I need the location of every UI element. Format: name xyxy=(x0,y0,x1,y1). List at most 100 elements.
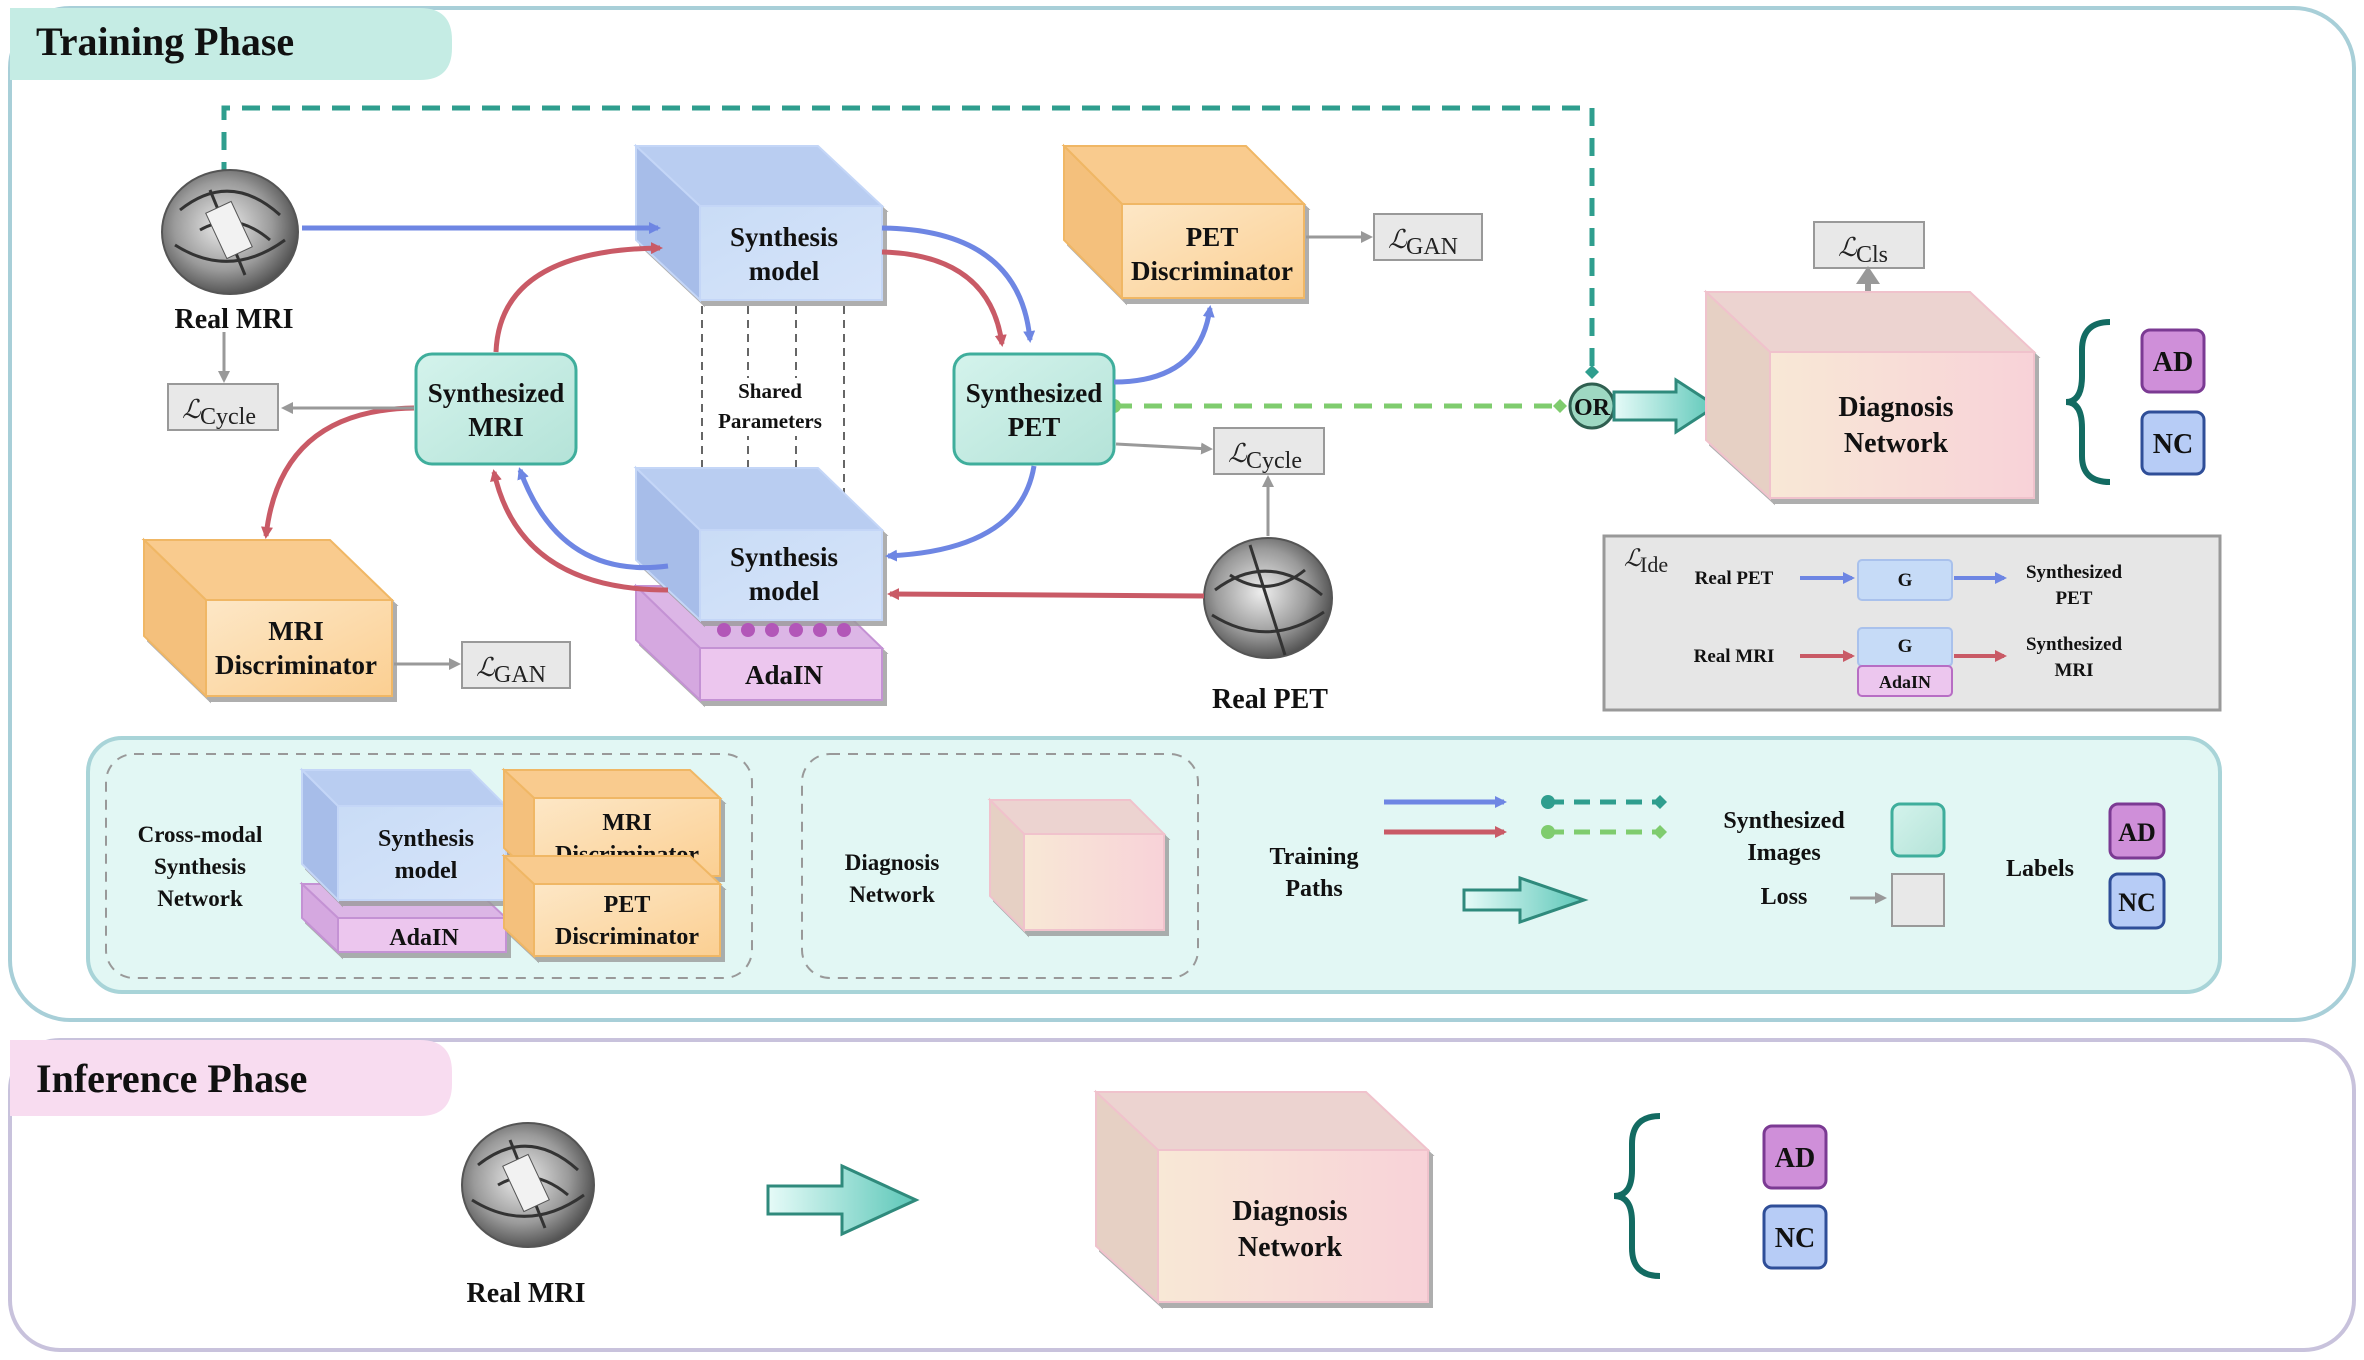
legend-synthesized-swatch xyxy=(1890,802,1946,858)
svg-text:ℒ: ℒ xyxy=(1228,439,1248,468)
inference-diagnosis-line2: Network xyxy=(1238,1232,1343,1263)
identity-row2-output-line1: Synthesized xyxy=(2026,634,2123,655)
synthesized-pet-line2: PET xyxy=(1008,412,1061,442)
or-to-diagnosis-arrow xyxy=(1612,377,1719,435)
loss-gan-mri-box: ℒ GAN xyxy=(461,641,571,689)
legend-synthesized-images-line1: Synthesized xyxy=(1723,808,1845,834)
mri-discriminator-block xyxy=(141,537,395,699)
inference-diagnosis-line1: Diagnosis xyxy=(1232,1196,1347,1227)
blue-paths xyxy=(302,222,1215,571)
identity-row2-adain: AdaIN xyxy=(1879,672,1931,692)
synthesis-model-bottom-line2: model xyxy=(749,576,820,606)
legend-pet-discriminator-line2: Discriminator xyxy=(555,924,699,950)
training-ad-label-box xyxy=(2140,328,2206,394)
svg-text:ℒ: ℒ xyxy=(1388,225,1408,254)
legend-diagnosis-line1: Diagnosis xyxy=(845,850,940,875)
gray-loss-arrows xyxy=(218,231,1373,670)
inference-ad: AD xyxy=(1775,1143,1815,1174)
inference-arrow xyxy=(766,1163,920,1237)
identity-row1-input: Real PET xyxy=(1695,568,1774,589)
legend-nc: NC xyxy=(2118,888,2156,917)
diagnosis-network-training xyxy=(1703,289,2037,501)
svg-text:GAN: GAN xyxy=(494,662,546,688)
loss-cycle-mri-box: ℒ Cycle xyxy=(167,383,279,431)
diagnosis-network-inference xyxy=(1093,1089,1431,1305)
legend-loss-swatch xyxy=(1891,873,1945,927)
real-mri-label: Real MRI xyxy=(175,304,294,335)
identity-row1-g-box xyxy=(1857,559,1953,601)
pet-discriminator-line1: PET xyxy=(1186,222,1239,252)
red-paths xyxy=(261,242,1205,601)
inference-phase-header xyxy=(10,1040,452,1116)
or-label: OR xyxy=(1574,395,1611,421)
real-pet-label: Real PET xyxy=(1212,684,1328,715)
svg-text:Cls: Cls xyxy=(1856,242,1888,268)
legend-diagnosis-block xyxy=(987,797,1167,933)
real-pet-brain-icon xyxy=(1203,537,1333,659)
legend-synthesis-line1: Synthesis xyxy=(378,826,474,852)
svg-text:ℒ: ℒ xyxy=(476,653,496,682)
synthesized-mri-line2: MRI xyxy=(468,412,524,442)
legend-cross-modal-group xyxy=(105,753,753,979)
legend-training-paths-line1: Training xyxy=(1270,844,1359,870)
legend-cross-modal-line3: Network xyxy=(157,886,243,911)
identity-loss-sub: Ide xyxy=(1640,552,1668,577)
shared-parameters-line2: Parameters xyxy=(718,409,822,433)
identity-loss-symbol: ℒ xyxy=(1624,546,1642,572)
real-mri-or-dashed-path xyxy=(217,105,1599,379)
legend-pet-discriminator-block xyxy=(501,853,723,959)
inference-nc: NC xyxy=(1775,1223,1815,1254)
svg-text:GAN: GAN xyxy=(1406,234,1458,260)
diagnosis-network-training-line1: Diagnosis xyxy=(1838,392,1953,423)
adain-label: AdaIN xyxy=(745,660,824,690)
legend-green-dot xyxy=(1541,825,1555,839)
identity-row2-adain-box xyxy=(1857,665,1953,697)
synthesized-mri-box xyxy=(414,352,578,466)
shared-parameters-line1: Shared xyxy=(738,379,802,403)
synthesis-model-bottom-line1: Synthesis xyxy=(730,542,838,572)
legend-labels: Labels xyxy=(2006,856,2074,882)
synthesized-pet-box xyxy=(952,352,1116,466)
inference-label-brace xyxy=(1613,1113,1661,1279)
pet-discriminator-block xyxy=(1061,143,1307,301)
inference-ad-box xyxy=(1762,1124,1828,1190)
diagnosis-network-training-line2: Network xyxy=(1844,428,1949,459)
legend-cross-modal-line1: Cross-modal xyxy=(138,822,263,847)
training-label-brace xyxy=(2065,319,2111,485)
svg-text:ℒ: ℒ xyxy=(1838,233,1858,262)
legend-nc-box xyxy=(2108,872,2166,930)
loss-cycle-pet-box: ℒ Cycle xyxy=(1213,427,1325,475)
training-ad-label: AD xyxy=(2153,347,2193,378)
legend-pet-discriminator-line1: PET xyxy=(604,892,651,918)
legend-teal-dot xyxy=(1541,795,1555,809)
legend-adain: AdaIN xyxy=(389,925,459,951)
legend-training-paths-line2: Paths xyxy=(1285,876,1342,902)
mri-discriminator-line1: MRI xyxy=(268,616,324,646)
synthesized-pet-line1: Synthesized xyxy=(966,378,1103,408)
legend-cross-modal-line2: Synthesis xyxy=(154,854,246,879)
legend-mri-discriminator-line1: MRI xyxy=(602,810,651,836)
svg-text:ℒ: ℒ xyxy=(182,395,202,424)
real-mri-brain-icon xyxy=(161,169,299,295)
adain-dots xyxy=(717,623,851,637)
legend-synthesis-line2: model xyxy=(395,858,458,884)
inference-real-mri-brain-icon xyxy=(461,1122,595,1248)
loss-cls-box: ℒ Cls xyxy=(1813,221,1925,269)
synthesis-model-top-line1: Synthesis xyxy=(730,222,838,252)
loss-gan-pet-box: ℒ GAN xyxy=(1373,213,1483,261)
identity-row2-output-line2: MRI xyxy=(2054,660,2093,681)
svg-text:Cycle: Cycle xyxy=(200,404,256,430)
legend-loss: Loss xyxy=(1761,884,1808,910)
shared-parameters-bg xyxy=(712,378,830,436)
identity-row1-output-line2: PET xyxy=(2056,588,2093,609)
identity-row1-output-line1: Synthesized xyxy=(2026,562,2123,583)
identity-row2-g: G xyxy=(1898,636,1913,657)
training-nc-label-box xyxy=(2140,410,2206,476)
pet-discriminator-line2: Discriminator xyxy=(1131,256,1293,286)
cls-arrowhead xyxy=(1856,266,1880,284)
inference-nc-box xyxy=(1762,1204,1828,1270)
synthesis-model-top xyxy=(633,143,885,303)
legend-teal-arrow xyxy=(1462,875,1589,925)
legend-synthesis-block xyxy=(299,767,509,903)
